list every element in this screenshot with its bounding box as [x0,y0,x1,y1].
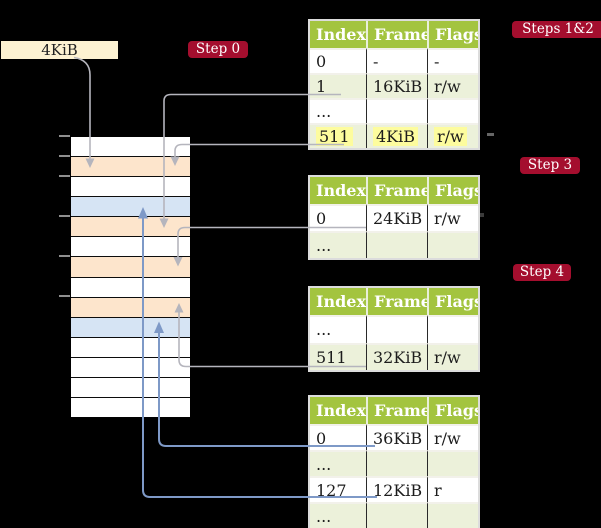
table-cell [427,450,478,476]
frame-size-label: 4KiB [1,41,118,59]
column-header-index: Index [310,21,366,48]
badge-step-4: Step 4 [513,264,571,281]
highlight: 511 [316,127,353,146]
column-header-index: Index [310,288,366,315]
table-cell: - [366,48,427,73]
table-cell: ... [310,502,366,528]
column-header-frame: Frame [366,288,427,315]
table-cell: ... [310,98,366,123]
table-cell: ... [310,450,366,476]
column-header-flags: Flags [427,21,478,48]
memory-row [71,156,190,177]
table-cell: ... [310,315,366,343]
table-cell: 0 [310,424,366,450]
column-header-flags: Flags [427,177,478,204]
memory-row [71,216,190,237]
table-cell: 12KiB [366,476,427,502]
table-cell [427,231,478,258]
memory-tick [59,175,70,177]
badge-step-3: Step 3 [520,157,580,174]
memory-tick [59,135,70,137]
badge-step-0: Step 0 [188,41,248,58]
table-cell [366,502,427,528]
memory-row [71,296,190,317]
memory-row [71,256,190,277]
memory-row [71,236,190,257]
table-cell [427,502,478,528]
page-table-step-3: Index Frame Flags 0 24KiB r/w ... [308,175,480,260]
physical-memory-column [70,136,191,418]
table-cell [366,231,427,258]
memory-row [71,376,190,398]
table-cell: 24KiB [366,204,427,231]
table-cell: - [427,48,478,73]
column-header-flags: Flags [427,288,478,315]
table-cell [366,315,427,343]
table-cell: 32KiB [366,342,427,370]
table-cell: 127 [310,476,366,502]
memory-tick [59,255,70,257]
page-table-steps-1-2: Index Frame Flags 0 - - 1 16KiB r/w ... … [308,19,480,150]
table-cell: 511 [310,342,366,370]
table-cell-highlighted: 4KiB [366,123,427,148]
column-header-flags: Flags [427,397,478,424]
table-cell: r/w [427,204,478,231]
column-header-index: Index [310,397,366,424]
memory-row [71,356,190,377]
table-cell: 0 [310,48,366,73]
memory-row [71,137,190,157]
memory-tick [59,295,70,297]
column-header-frame: Frame [366,177,427,204]
memory-row [71,397,190,418]
table-cell: 16KiB [366,73,427,98]
memory-tick [59,155,70,157]
table-cell: 0 [310,204,366,231]
memory-tick [59,215,70,217]
memory-row [71,176,190,197]
memory-row [71,276,190,297]
table-cell-highlighted: r/w [427,123,478,148]
table-cell [366,450,427,476]
memory-row [71,196,190,217]
table-cell [427,315,478,343]
page-table-final-level: Index Frame Flags 0 36KiB r/w ... 127 12… [308,395,480,528]
column-header-frame: Frame [366,21,427,48]
memory-row [71,316,190,337]
table-cell: r/w [427,73,478,98]
table-cell: r/w [427,342,478,370]
table-cell: r/w [427,424,478,450]
badge-steps-1-2: Steps 1&2 [512,21,601,38]
table-cell: 36KiB [366,424,427,450]
table-cell [427,98,478,123]
connector-stub [480,213,484,217]
highlight: r/w [434,127,467,146]
connector-stub [487,133,494,136]
table-cell: r [427,476,478,502]
table-cell: 1 [310,73,366,98]
memory-row [71,336,190,357]
highlight: 4KiB [373,127,419,146]
column-header-frame: Frame [366,397,427,424]
table-cell [366,98,427,123]
table-cell-highlighted: 511 [310,123,366,148]
column-header-index: Index [310,177,366,204]
page-table-step-4: Index Frame Flags ... 511 32KiB r/w [308,286,480,372]
table-cell: ... [310,231,366,258]
